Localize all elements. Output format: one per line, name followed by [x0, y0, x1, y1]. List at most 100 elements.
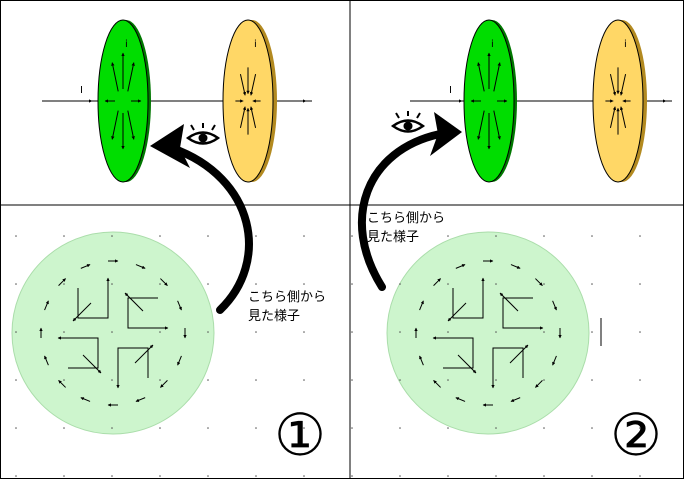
- grid-dot: [15, 379, 17, 381]
- field-arrow: [447, 302, 467, 322]
- field-arrow: [552, 355, 557, 366]
- grid-dot: [303, 235, 305, 237]
- grid-dot: [495, 331, 497, 333]
- grid-dot: [255, 235, 257, 237]
- field-arrow: [433, 380, 441, 388]
- panel-number: ①: [274, 401, 326, 469]
- field-arrow: [457, 354, 477, 374]
- radial-arrow: [619, 74, 627, 96]
- panel-2: I i i こちら側から 見た様子: [357, 19, 672, 469]
- radial-arrow: [493, 110, 501, 140]
- yellow-disk: i: [222, 19, 277, 183]
- field-arrow: [177, 300, 182, 311]
- grid-dot: [111, 379, 113, 381]
- grid-dot: [639, 283, 641, 285]
- caption-line-1: こちら側から: [367, 211, 445, 226]
- grid-dot: [591, 235, 593, 237]
- field-view: [11, 231, 215, 435]
- grid-dot: [591, 379, 593, 381]
- field-arrow: [160, 278, 168, 286]
- grid-dot: [543, 331, 545, 333]
- grid-dot: [399, 331, 401, 333]
- radial-arrow: [493, 62, 501, 92]
- field-line: [116, 347, 149, 389]
- caption-line-1: こちら側から: [248, 290, 326, 305]
- grid-dot: [15, 475, 17, 477]
- grid-dot: [111, 427, 113, 429]
- grid-dot: [111, 475, 113, 477]
- grid-dot: [399, 283, 401, 285]
- grid-dot: [639, 331, 641, 333]
- field-line: [452, 277, 485, 319]
- grid-dot: [351, 283, 353, 285]
- radial-arrow: [127, 110, 135, 140]
- grid-dot: [111, 331, 113, 333]
- grid-dot: [543, 475, 545, 477]
- field-arrow: [135, 397, 146, 402]
- grid-dot: [351, 331, 353, 333]
- grid-dot: [303, 475, 305, 477]
- field-arrow: [510, 397, 521, 402]
- grid-dot: [543, 283, 545, 285]
- grid-dot: [447, 331, 449, 333]
- field-arrow: [419, 300, 424, 311]
- grid-dot: [543, 235, 545, 237]
- background-dots: [15, 235, 641, 477]
- field-arrow: [455, 264, 466, 269]
- field-line: [502, 297, 544, 330]
- radial-arrow: [127, 62, 135, 92]
- current-label: I: [449, 85, 452, 96]
- grid-dot: [63, 379, 65, 381]
- grid-dot: [495, 379, 497, 381]
- radial-arrow: [477, 62, 485, 92]
- grid-dot: [447, 235, 449, 237]
- radial-arrow: [609, 74, 617, 96]
- field-arrow: [499, 292, 519, 312]
- field-arrow: [455, 397, 466, 402]
- grid-dot: [207, 283, 209, 285]
- grid-dot: [591, 427, 593, 429]
- field-arrow: [44, 355, 49, 366]
- grid-dot: [399, 475, 401, 477]
- field-arrow: [552, 300, 557, 311]
- field-arrow: [58, 278, 66, 286]
- grid-dot: [159, 331, 161, 333]
- grid-dot: [207, 475, 209, 477]
- grid-dot: [15, 283, 17, 285]
- grid-dot: [159, 379, 161, 381]
- grid-dot: [63, 283, 65, 285]
- grid-dot: [303, 427, 305, 429]
- field-view: [386, 231, 590, 435]
- grid-dot: [15, 331, 17, 333]
- grid-dot: [207, 427, 209, 429]
- grid-dot: [159, 427, 161, 429]
- grid-dot: [351, 379, 353, 381]
- curved-arrow-icon: [150, 124, 253, 314]
- field-arrow: [80, 264, 91, 269]
- grid-dot: [255, 283, 257, 285]
- radial-arrow: [111, 110, 119, 140]
- green-disk: i: [463, 19, 517, 183]
- grid-dot: [63, 235, 65, 237]
- grid-dot: [207, 331, 209, 333]
- grid-dot: [639, 379, 641, 381]
- field-arrow: [509, 344, 529, 364]
- field-arrow: [535, 278, 543, 286]
- grid-dot: [447, 379, 449, 381]
- grid-dot: [159, 235, 161, 237]
- grid-dot: [255, 427, 257, 429]
- field-arrow: [177, 355, 182, 366]
- grid-dot: [591, 475, 593, 477]
- grid-dot: [159, 475, 161, 477]
- grid-dot: [495, 235, 497, 237]
- panel-1: I i i こちら側から 見た様子: [11, 19, 326, 469]
- radial-arrow: [477, 110, 485, 140]
- field-arrow: [433, 278, 441, 286]
- field-line: [77, 277, 110, 319]
- grid-dot: [255, 379, 257, 381]
- grid-dot: [303, 331, 305, 333]
- field-arrow: [72, 302, 92, 322]
- field-arrow: [419, 355, 424, 366]
- grid-dot: [351, 427, 353, 429]
- radial-arrow: [239, 74, 247, 96]
